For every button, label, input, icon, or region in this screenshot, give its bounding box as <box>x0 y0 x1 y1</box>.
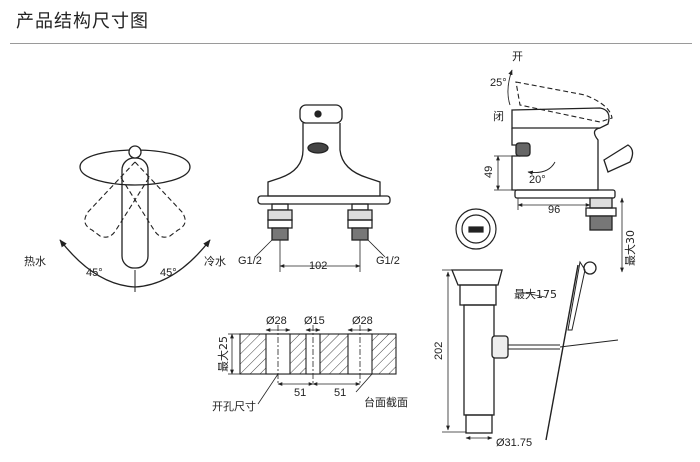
top-handle <box>121 157 149 269</box>
side-view <box>442 69 634 441</box>
dist-left-label: 51 <box>294 387 306 399</box>
top-handle-knob <box>128 145 142 159</box>
spacing-label: 102 <box>309 260 327 272</box>
cold-water-label: 冷水 <box>204 255 226 268</box>
deck-section <box>228 325 397 405</box>
cold-angle-arc <box>134 239 211 288</box>
title-divider <box>10 43 692 44</box>
drain-dia-label: Ø31.75 <box>496 437 532 449</box>
hot-angle-arc <box>59 239 136 288</box>
drain-length-label: 202 <box>433 342 445 360</box>
cold-angle-label: 45° <box>160 267 177 279</box>
top-view <box>59 145 211 292</box>
thread-right-label: G1/2 <box>376 255 400 267</box>
top-handle-rotated <box>84 161 186 238</box>
thread-left-label: G1/2 <box>238 255 262 267</box>
spout-height-label: 49 <box>483 166 495 178</box>
hole-size-label: 开孔尺寸 <box>212 399 256 413</box>
top-deck-plate <box>79 149 191 186</box>
open-label: 开 <box>512 50 523 63</box>
max-deck-label: 最大30 <box>623 230 637 266</box>
hot-water-label: 热水 <box>24 255 46 268</box>
lever-angle-label: 25° <box>490 77 507 89</box>
reach-label: 96 <box>548 204 560 216</box>
dia-right-label: Ø28 <box>352 315 373 327</box>
hot-angle-label: 45° <box>86 267 103 279</box>
spout-angle-label: 20° <box>529 174 546 186</box>
page-title: 产品结构尺寸图 <box>16 11 149 32</box>
dia-left-label: Ø28 <box>266 315 287 327</box>
deck-section-label: 台面截面 <box>364 395 408 409</box>
aerator-top-view <box>455 208 497 250</box>
front-view <box>254 104 391 272</box>
max-175-label: 最大175 <box>514 287 557 301</box>
dia-mid-label: Ø15 <box>304 315 325 327</box>
dist-right-label: 51 <box>334 387 346 399</box>
close-label: 闭 <box>493 110 504 123</box>
thickness-label: 最大25 <box>216 336 230 372</box>
